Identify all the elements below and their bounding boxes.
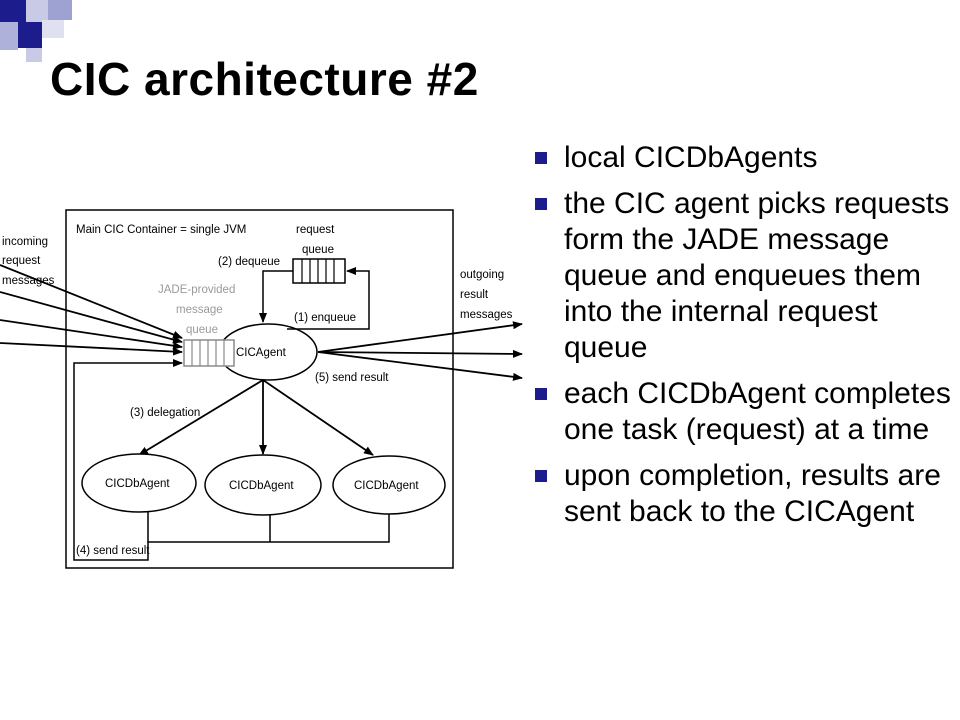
corner-square [48, 0, 72, 20]
container-label: Main CIC Container = single JVM [76, 224, 246, 236]
bullet-text: the CIC agent picks requests form the JA… [564, 187, 950, 364]
step-label-delegation: (3) delegation [130, 407, 200, 419]
step-label-enqueue: (1) enqueue [294, 312, 356, 324]
incoming-label-line: incoming [2, 236, 48, 248]
bullet-item: the CIC agent picks requests form the JA… [535, 186, 955, 366]
square-bullet-icon [535, 470, 547, 482]
outgoing-arrow [317, 349, 523, 358]
db-agent-node [81, 453, 197, 513]
request-queue-label: queue [302, 244, 334, 256]
bullet-item: local CICDbAgents [535, 140, 955, 176]
square-bullet-icon [535, 152, 547, 164]
square-bullet-icon [535, 198, 547, 210]
jade-queue-label: queue [186, 324, 218, 336]
delegation-arrow [262, 379, 374, 456]
incoming-label-line: messages [2, 275, 55, 287]
outgoing-arrow [317, 351, 523, 381]
send-result-arrow [73, 359, 183, 561]
corner-square [0, 22, 18, 50]
dequeue-arrow [259, 270, 293, 323]
outgoing-arrow [317, 321, 523, 353]
db-agent-label: CICDbAgent [354, 480, 419, 492]
jade-queue-icon [183, 339, 235, 367]
incoming-arrow [0, 319, 183, 350]
request-queue-icon [292, 258, 346, 284]
bullet-item: upon completion, results are sent back t… [535, 458, 955, 530]
slide-title: CIC architecture #2 [50, 53, 479, 105]
enqueue-arrow [287, 267, 370, 330]
delegation-arrow [138, 379, 264, 456]
outgoing-label-line: outgoing [460, 269, 504, 281]
step-label-send-result-5: (5) send result [315, 372, 389, 384]
corner-square [42, 20, 64, 38]
incoming-arrow [0, 264, 183, 339]
outgoing-label-line: result [460, 289, 489, 301]
corner-square [0, 0, 26, 22]
bullet-item: each CICDbAgent completes one task (requ… [535, 376, 955, 448]
incoming-label-line: request [2, 255, 41, 267]
corner-square [18, 22, 42, 48]
jade-queue-label: message [176, 304, 223, 316]
db-agent-label: CICDbAgent [105, 478, 170, 490]
jade-queue-label: JADE-provided [158, 284, 235, 296]
db-agent-node [204, 454, 322, 516]
square-bullet-icon [535, 388, 547, 400]
bullet-list: local CICDbAgents the CIC agent picks re… [535, 140, 955, 540]
step-label-send-result-4: (4) send result [76, 545, 150, 557]
cic-agent-label: CICAgent [236, 347, 287, 359]
db-agent-label: CICDbAgent [229, 480, 294, 492]
bullet-text: each CICDbAgent completes one task (requ… [564, 377, 951, 446]
corner-square [26, 0, 48, 22]
bullet-text: local CICDbAgents [564, 141, 818, 174]
container-box [65, 209, 454, 569]
incoming-arrow [0, 342, 183, 356]
outgoing-label-line: messages [460, 309, 513, 321]
request-queue-label: request [296, 224, 335, 236]
corner-square [26, 48, 42, 62]
incoming-arrow [0, 291, 183, 344]
bullet-text: upon completion, results are sent back t… [564, 459, 941, 528]
send-result-return-line [147, 512, 390, 543]
step-label-dequeue: (2) dequeue [218, 256, 280, 268]
architecture-diagram: Main CIC Container = single JVM incoming… [0, 209, 523, 569]
